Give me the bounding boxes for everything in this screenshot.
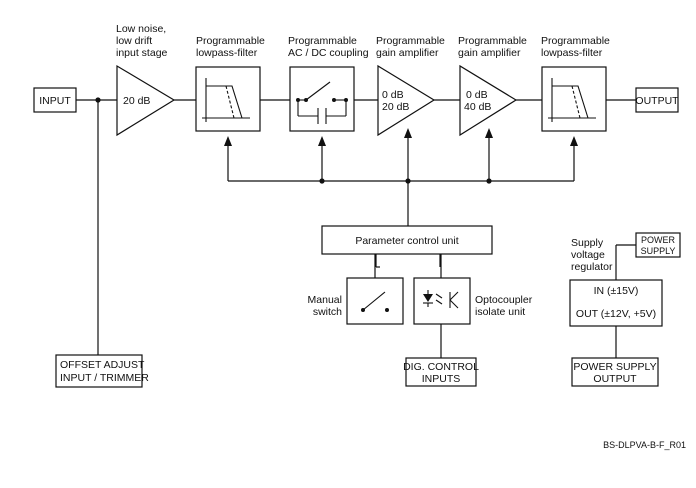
lowpass-1-caption-1: Programmable bbox=[196, 35, 265, 47]
input-stage-caption-2: low drift bbox=[116, 35, 152, 47]
input-stage-amplifier-icon bbox=[116, 64, 176, 137]
gain-1-amplifier-icon bbox=[377, 64, 436, 137]
manual-switch-caption-1: Manual bbox=[308, 294, 342, 306]
lowpass-filter-icon bbox=[548, 78, 596, 122]
power-supply-line-2: SUPPLY bbox=[641, 246, 676, 256]
lowpass-filter-2: Programmable lowpass-filter bbox=[541, 35, 610, 132]
power-supply-output-line-2: OUTPUT bbox=[593, 373, 637, 385]
arrow-gain-1 bbox=[404, 128, 412, 138]
gain-2-amplifier-icon bbox=[459, 64, 518, 137]
gain-2-top: 0 dB bbox=[466, 89, 488, 101]
regulator-caption-1: Supply bbox=[571, 237, 604, 249]
input-label: INPUT bbox=[39, 95, 71, 107]
regulator-in: IN (±15V) bbox=[594, 285, 639, 297]
lowpass-filter-1: Programmable lowpass-filter bbox=[195, 35, 265, 132]
gain-amplifier-2: Programmable gain amplifier 0 dB 40 dB bbox=[458, 35, 527, 137]
gain-2-bottom: 40 dB bbox=[464, 101, 491, 113]
lowpass-2-caption-2: lowpass-filter bbox=[541, 47, 603, 59]
gain-1-caption-1: Programmable bbox=[376, 35, 445, 47]
lowpass-2-caption-1: Programmable bbox=[541, 35, 610, 47]
input-block: INPUT bbox=[33, 87, 77, 113]
arrow-lowpass-1 bbox=[224, 136, 232, 146]
arrow-lowpass-2 bbox=[570, 136, 578, 146]
parameter-control-unit: Parameter control unit bbox=[321, 225, 493, 255]
ac-dc-coupling: Programmable AC / DC coupling bbox=[288, 35, 369, 132]
input-stage-gain: 20 dB bbox=[123, 95, 150, 107]
dig-control-line-1: DIG. CONTROL bbox=[403, 361, 479, 373]
arrow-coupling bbox=[318, 136, 326, 146]
gain-1-bottom: 20 dB bbox=[382, 101, 409, 113]
optocoupler-caption-1: Optocoupler bbox=[475, 294, 533, 306]
regulator-out: OUT (±12V, +5V) bbox=[576, 308, 656, 320]
power-supply-section: POWER SUPPLY Supply voltage regulator IN… bbox=[569, 232, 681, 387]
power-supply-line-1: POWER bbox=[641, 235, 676, 245]
coupling-caption-2: AC / DC coupling bbox=[288, 47, 369, 59]
figure-code: BS-DLPVA-B-F_R01 bbox=[603, 440, 686, 450]
optocoupler: Optocoupler isolate unit bbox=[413, 277, 533, 325]
gain-amplifier-1: Programmable gain amplifier 0 dB 20 dB bbox=[376, 35, 445, 137]
manual-switch-caption-2: switch bbox=[313, 306, 342, 318]
offset-adjust-line-1: OFFSET ADJUST bbox=[60, 359, 145, 371]
optocoupler-caption-2: isolate unit bbox=[475, 306, 525, 318]
lowpass-filter-icon bbox=[202, 78, 250, 122]
signal-path bbox=[76, 97, 636, 355]
dig-control-line-2: INPUTS bbox=[422, 373, 461, 385]
control-bus bbox=[224, 128, 578, 358]
coupling-caption-1: Programmable bbox=[288, 35, 357, 47]
power-supply-output-line-1: POWER SUPPLY bbox=[573, 361, 656, 373]
regulator-caption-3: regulator bbox=[571, 261, 613, 273]
switch-icon bbox=[361, 291, 389, 312]
manual-switch: Manual switch bbox=[308, 277, 404, 325]
offset-adjust-line-2: INPUT / TRIMMER bbox=[60, 372, 149, 384]
coupling-switch-capacitor-icon bbox=[296, 81, 348, 124]
parameter-control-label: Parameter control unit bbox=[355, 235, 458, 247]
gain-1-caption-2: gain amplifier bbox=[376, 47, 439, 59]
gain-2-caption-2: gain amplifier bbox=[458, 47, 521, 59]
lowpass-1-caption-2: lowpass-filter bbox=[196, 47, 258, 59]
dig-control-block: DIG. CONTROL INPUTS bbox=[403, 357, 479, 387]
output-block: OUTPUT bbox=[635, 87, 679, 113]
optocoupler-icon bbox=[423, 290, 459, 309]
gain-2-caption-1: Programmable bbox=[458, 35, 527, 47]
gain-1-top: 0 dB bbox=[382, 89, 404, 101]
input-stage-caption-1: Low noise, bbox=[116, 23, 166, 35]
input-junction-dot bbox=[95, 97, 101, 103]
output-label: OUTPUT bbox=[635, 95, 679, 107]
regulator-caption-2: voltage bbox=[571, 249, 605, 261]
arrow-gain-2 bbox=[485, 128, 493, 138]
input-stage-caption-3: input stage bbox=[116, 47, 168, 59]
offset-adjust-block: OFFSET ADJUST INPUT / TRIMMER bbox=[55, 354, 149, 388]
input-stage: Low noise, low drift input stage 20 dB bbox=[116, 23, 176, 137]
